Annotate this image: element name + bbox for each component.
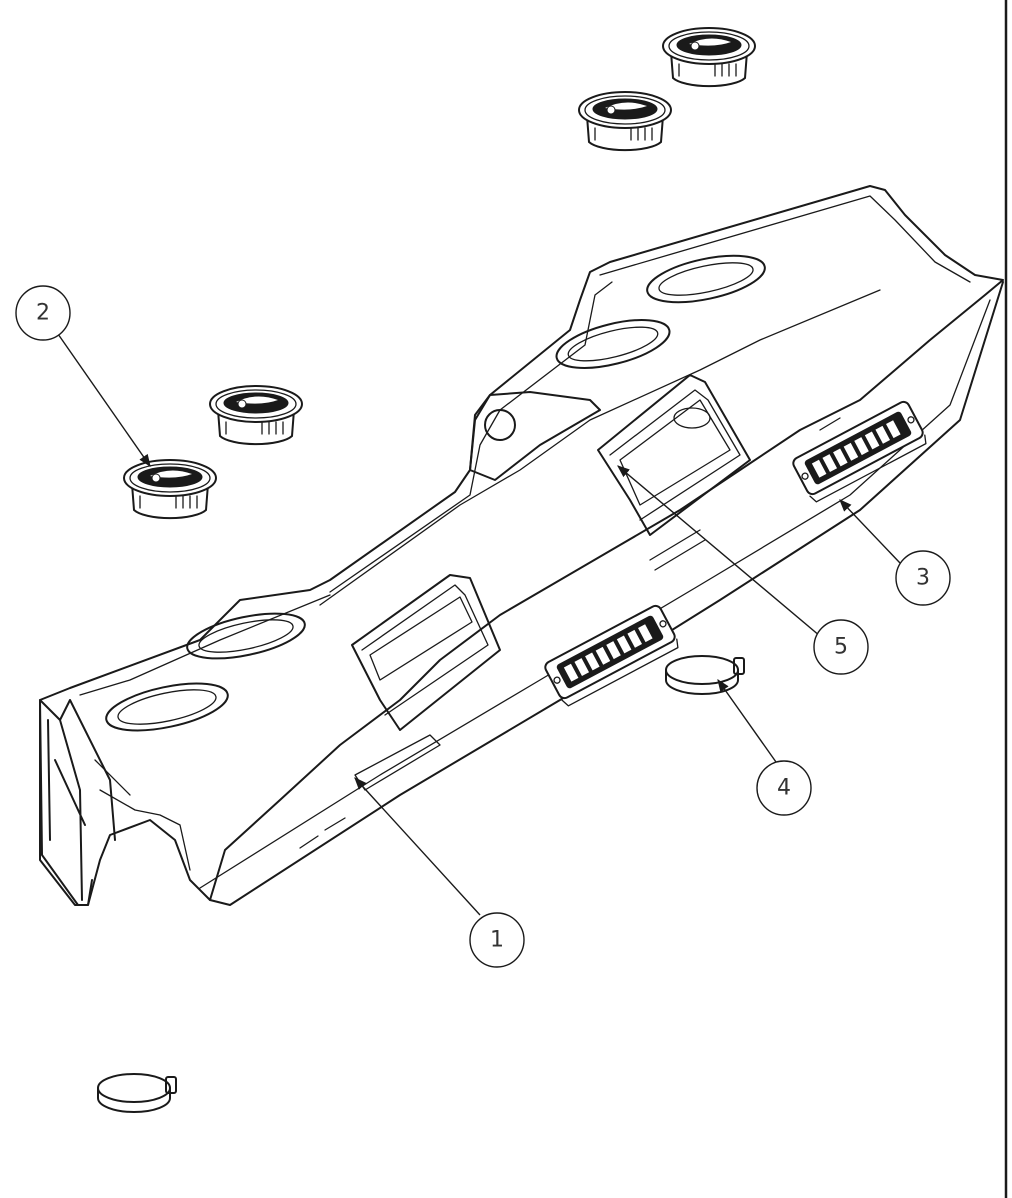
- grille-slot: [811, 459, 827, 478]
- hose-clamp-upper: [665, 655, 745, 695]
- grille-slot: [854, 437, 869, 456]
- callout-4-label: 4: [777, 776, 791, 801]
- duct-assembly: [39, 185, 1004, 906]
- callout-3: 3: [895, 550, 951, 606]
- leader-2: [57, 333, 151, 468]
- grille-vent-left: [544, 604, 679, 707]
- grille-slot: [585, 652, 600, 671]
- vent-insert-recess-right: [597, 374, 751, 536]
- underside-strip-1: [354, 734, 441, 791]
- callout-4: 4: [756, 760, 812, 816]
- duct-ridge-line-1: [599, 195, 971, 283]
- duct-lip-inner-line: [199, 299, 991, 889]
- duct-vent-opening-3: [555, 319, 671, 369]
- leader-1: [354, 777, 481, 916]
- duct-channel-line: [319, 289, 881, 606]
- round-vent-2: [209, 385, 303, 446]
- grille-slot: [886, 420, 901, 439]
- grille-vent-right: [792, 400, 927, 503]
- grille-slot: [563, 663, 579, 682]
- underside-strip-3: [649, 417, 841, 571]
- leader-3: [839, 499, 901, 564]
- grille-slot: [606, 641, 621, 660]
- grille-slot: [595, 646, 611, 665]
- round-air-vents: [123, 27, 756, 520]
- callout-1-label: 1: [490, 928, 504, 953]
- duct-ridge-line-3: [79, 594, 331, 696]
- grille-slot: [822, 454, 838, 472]
- duct-vent-opening-1: [105, 682, 229, 732]
- duct-top-surface: [39, 185, 1004, 906]
- duct-vent-opening-2: [186, 612, 306, 660]
- grille-slot: [843, 442, 859, 461]
- leader-lines: [57, 333, 901, 916]
- callout-5-label: 5: [834, 635, 848, 660]
- vent-insert-recess-left: [351, 574, 501, 731]
- round-vent-4: [662, 27, 756, 88]
- underside-strip-2: [299, 817, 346, 849]
- callout-3-label: 3: [916, 566, 930, 591]
- duct-open-end-inner: [94, 759, 191, 871]
- leader-5: [617, 465, 821, 637]
- grille-slot: [616, 635, 632, 654]
- grille-slot: [864, 431, 880, 450]
- callout-2-label: 2: [36, 301, 50, 326]
- grille-slot: [875, 425, 891, 444]
- duct-vent-opening-4: [646, 254, 766, 304]
- callout-1: 1: [469, 912, 525, 968]
- callout-5: 5: [813, 619, 869, 675]
- hose-clamp-lower: [97, 1073, 177, 1113]
- grille-slot: [574, 658, 590, 676]
- grille-slot: [638, 624, 653, 643]
- callout-2: 2: [15, 285, 71, 341]
- round-vent-3: [578, 91, 672, 152]
- round-vent-1: [123, 459, 217, 520]
- duct-open-end: [39, 699, 116, 906]
- mounting-boss: [469, 391, 601, 481]
- leader-4: [717, 678, 777, 763]
- grille-slot: [833, 448, 848, 467]
- grille-slot: [627, 629, 643, 648]
